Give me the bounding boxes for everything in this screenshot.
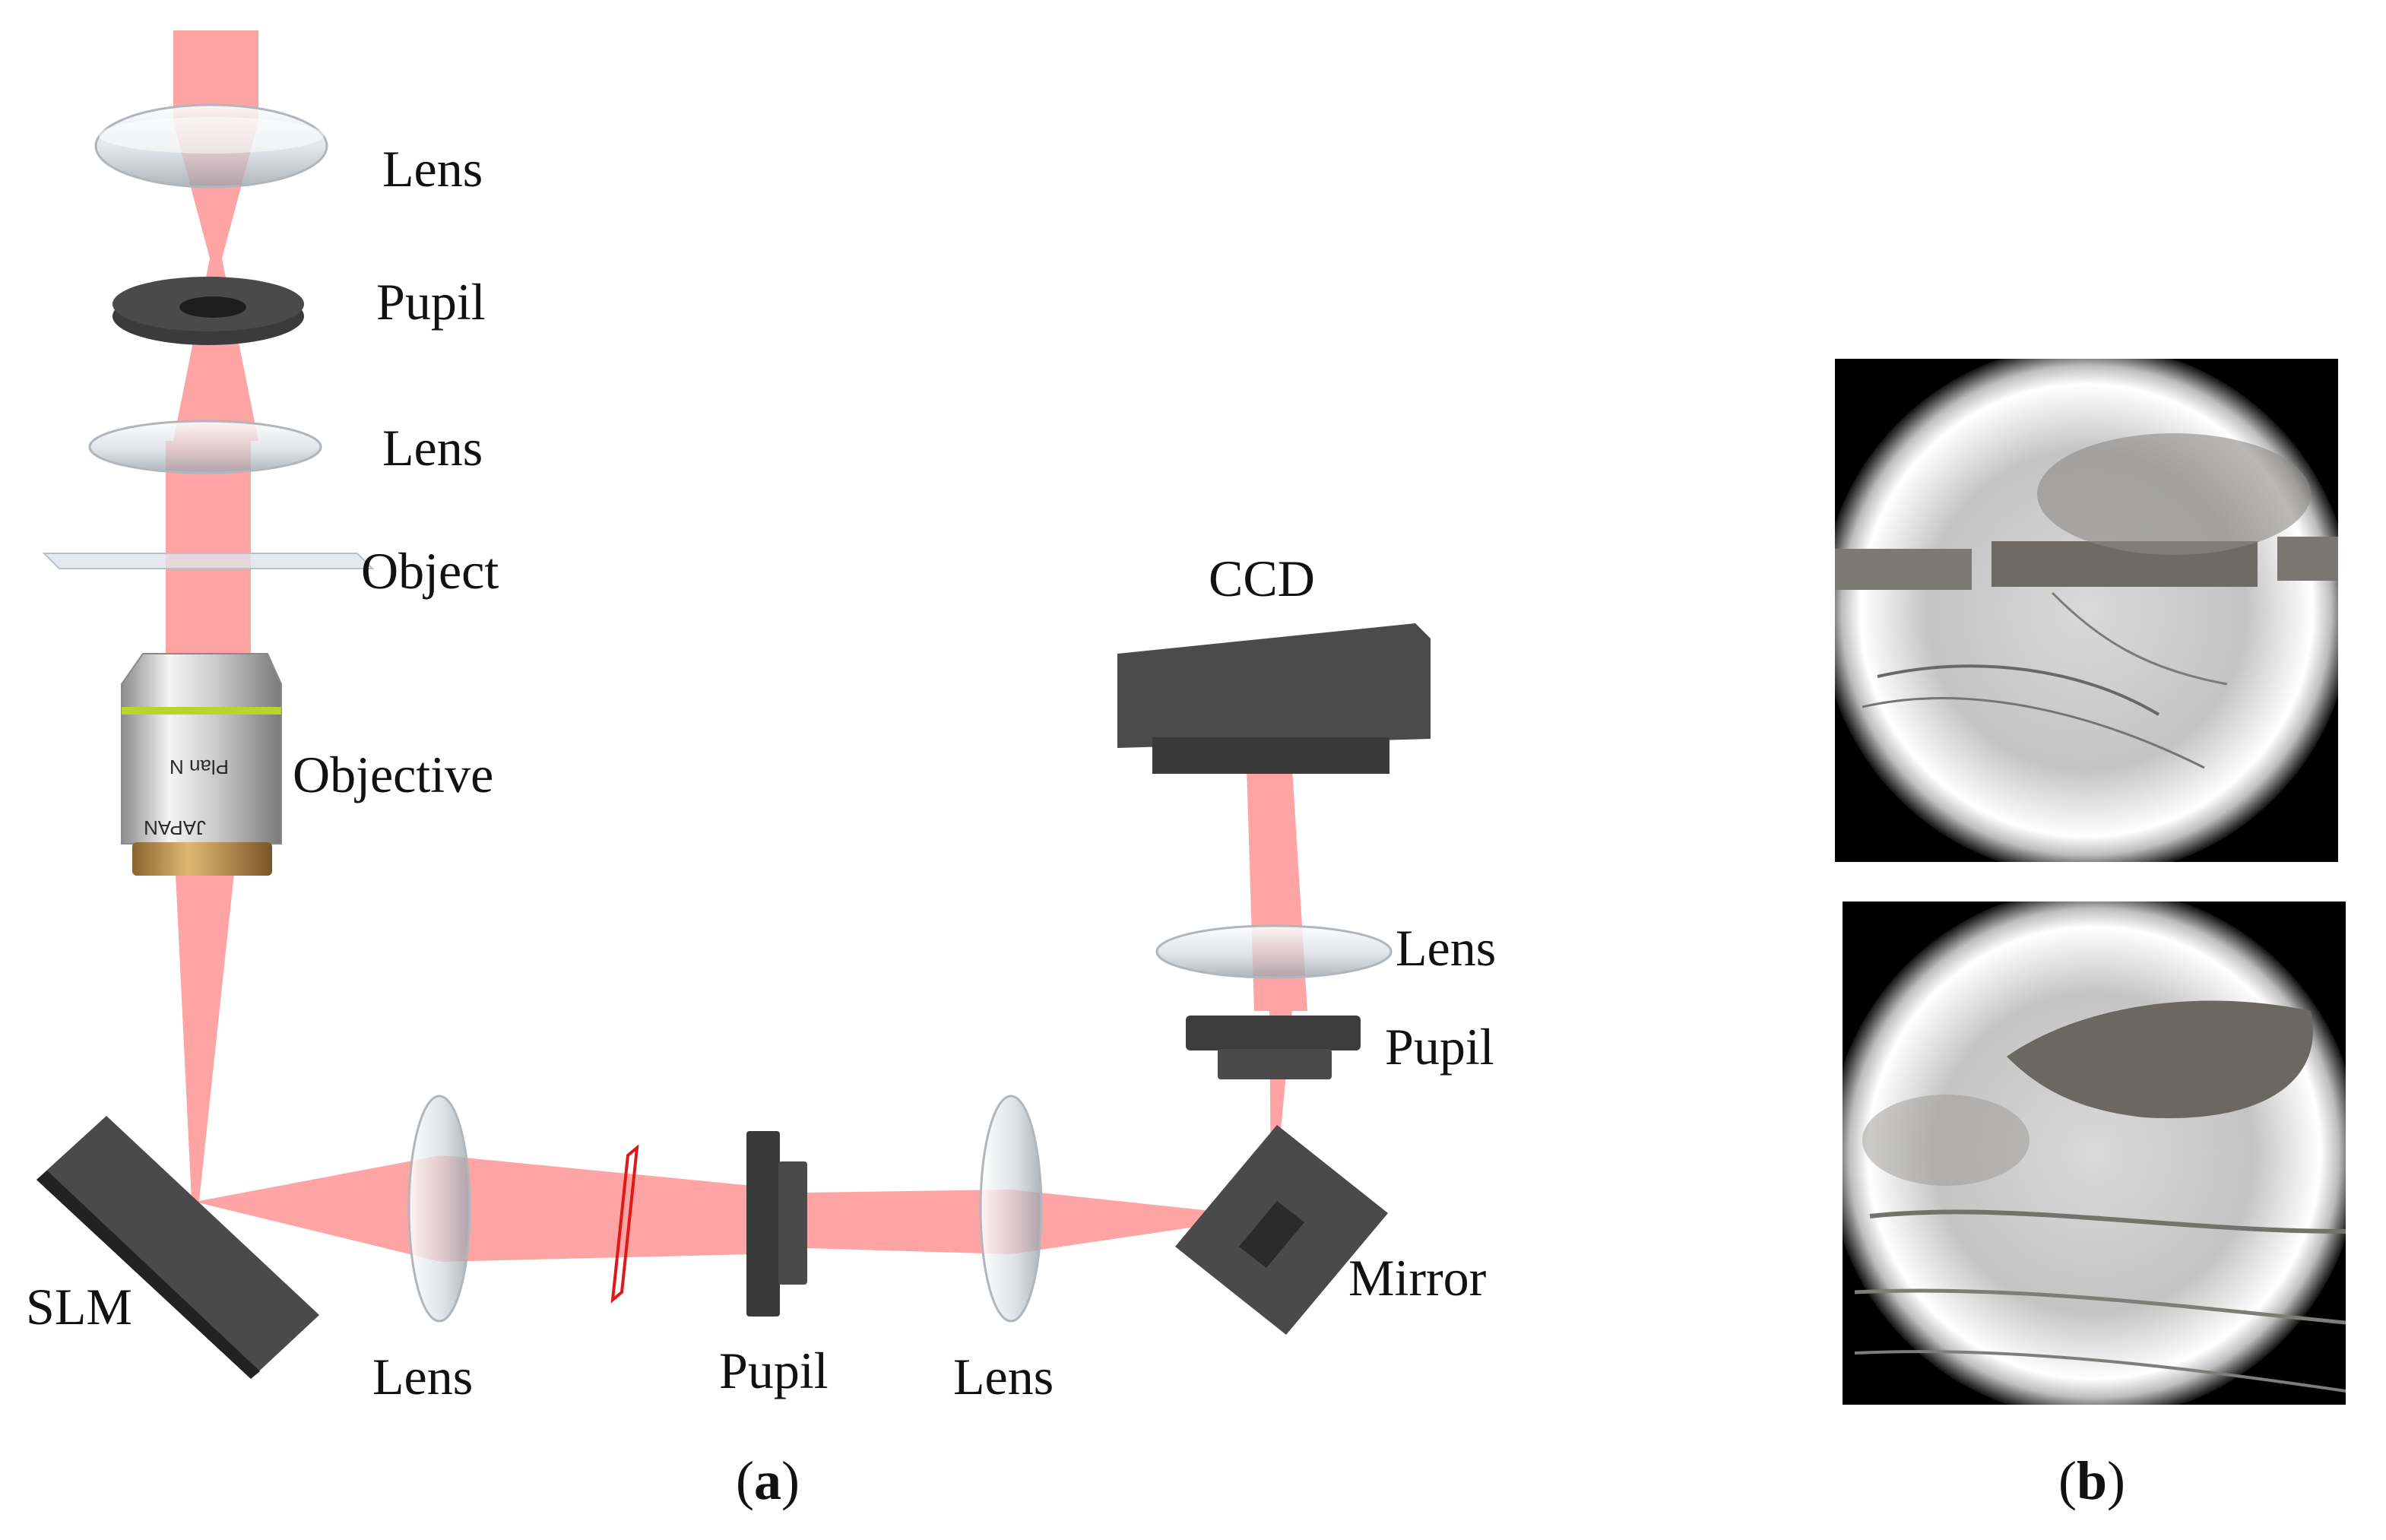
micrograph-bottom [1843, 902, 2346, 1405]
ccd-camera [1117, 623, 1431, 774]
label-pupil-top: Pupil [376, 273, 486, 331]
panel-b-micrographs: (b) [1835, 359, 2346, 1511]
pupil-bottom [746, 1131, 807, 1317]
laser-beam [166, 30, 1307, 1262]
label-objective: Objective [293, 746, 493, 803]
label-object: Object [361, 542, 499, 600]
micrograph-top [1835, 359, 2338, 862]
objective: Plan N JAPAN [121, 653, 282, 876]
caption-a: (a) [736, 1450, 800, 1511]
object-slide [42, 553, 375, 569]
panel-a-optical-setup: Plan N JAPAN [26, 30, 1496, 1511]
lens-top [94, 103, 328, 189]
lens-bottom-1 [407, 1095, 471, 1323]
label-lens-mid: Lens [382, 419, 483, 477]
caption-b: (b) [2058, 1450, 2125, 1511]
slm [36, 1116, 319, 1379]
label-mirror: Mirror [1348, 1249, 1487, 1307]
pupil-top [112, 277, 304, 345]
label-lens-bottom-2: Lens [953, 1348, 1054, 1405]
red-slit [610, 1144, 639, 1304]
objective-engraving-2: JAPAN [144, 816, 206, 839]
pupil-ccd [1186, 1016, 1361, 1079]
mirror [1175, 1125, 1388, 1335]
label-lens-bottom-1: Lens [372, 1348, 473, 1405]
label-lens-top: Lens [382, 140, 483, 198]
label-ccd: CCD [1209, 550, 1315, 607]
lens-ccd [1155, 924, 1393, 979]
objective-engraving-1: Plan N [170, 756, 229, 778]
label-slm: SLM [26, 1278, 132, 1336]
lens-bottom-2 [979, 1095, 1043, 1323]
label-pupil-bottom: Pupil [719, 1342, 829, 1399]
label-lens-ccd: Lens [1396, 919, 1496, 977]
label-pupil-ccd: Pupil [1385, 1018, 1494, 1076]
lens-mid [88, 420, 322, 474]
